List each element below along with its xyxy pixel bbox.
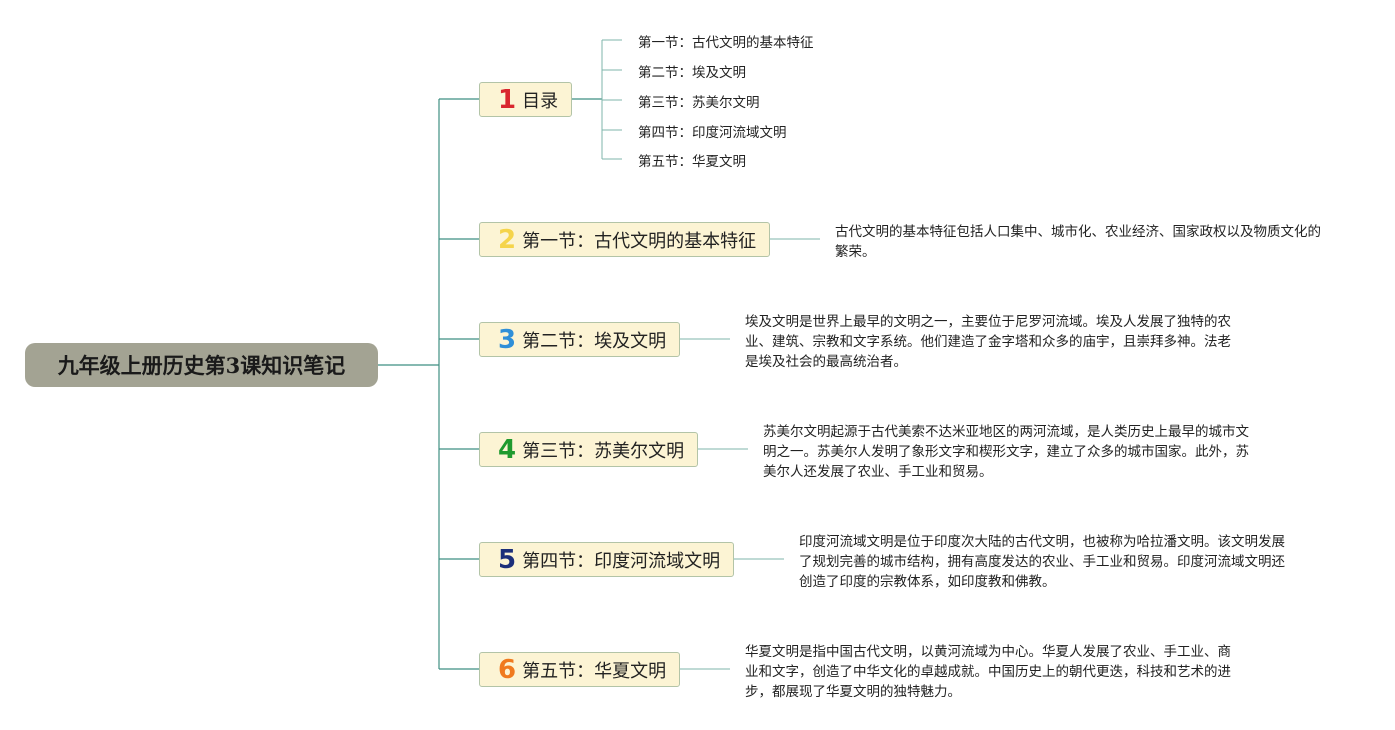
topic-section-1[interactable]: 2 第一节：古代文明的基本特征 [479, 222, 770, 257]
topic-section-2[interactable]: 3 第二节：埃及文明 [479, 322, 680, 357]
toc-item-4[interactable]: 第四节：印度河流域文明 [638, 125, 787, 141]
section-5-description[interactable]: 华夏文明是指中国古代文明，以黄河流域为中心。华夏人发展了农业、手工业、商业和文字… [745, 644, 1231, 700]
toc-item-2[interactable]: 第二节：埃及文明 [638, 65, 746, 81]
topic-section-4[interactable]: 5 第四节：印度河流域文明 [479, 542, 734, 577]
number-2-icon: 2 [498, 224, 517, 255]
topic-toc[interactable]: 1 目录 [479, 82, 572, 117]
section-4-description[interactable]: 印度河流域文明是位于印度次大陆的古代文明，也被称为哈拉潘文明。该文明发展了规划完… [799, 534, 1285, 590]
section-2-description[interactable]: 埃及文明是世界上最早的文明之一，主要位于尼罗河流域。埃及人发展了独特的农业、建筑… [745, 314, 1231, 370]
toc-item-5[interactable]: 第五节：华夏文明 [638, 154, 746, 170]
topic-label: 第一节：古代文明的基本特征 [522, 230, 757, 252]
topic-label: 第四节：印度河流域文明 [522, 550, 721, 572]
number-5-icon: 5 [498, 544, 517, 575]
number-6-icon: 6 [498, 654, 517, 685]
root-topic[interactable]: 九年级上册历史第3课知识笔记 [25, 343, 378, 387]
topic-label: 第五节：华夏文明 [522, 660, 667, 682]
topic-label: 目录 [522, 90, 559, 112]
topic-label: 第三节：苏美尔文明 [522, 440, 685, 462]
toc-item-3[interactable]: 第三节：苏美尔文明 [638, 95, 760, 111]
number-4-icon: 4 [498, 434, 517, 465]
topic-section-3[interactable]: 4 第三节：苏美尔文明 [479, 432, 698, 467]
topic-section-5[interactable]: 6 第五节：华夏文明 [479, 652, 680, 687]
topic-label: 第二节：埃及文明 [522, 330, 667, 352]
section-3-description[interactable]: 苏美尔文明起源于古代美索不达米亚地区的两河流域，是人类历史上最早的城市文明之一。… [763, 424, 1249, 480]
toc-item-1[interactable]: 第一节：古代文明的基本特征 [638, 35, 814, 51]
number-1-icon: 1 [498, 84, 517, 115]
section-1-description[interactable]: 古代文明的基本特征包括人口集中、城市化、农业经济、国家政权以及物质文化的繁荣。 [835, 224, 1321, 260]
number-3-icon: 3 [498, 324, 517, 355]
